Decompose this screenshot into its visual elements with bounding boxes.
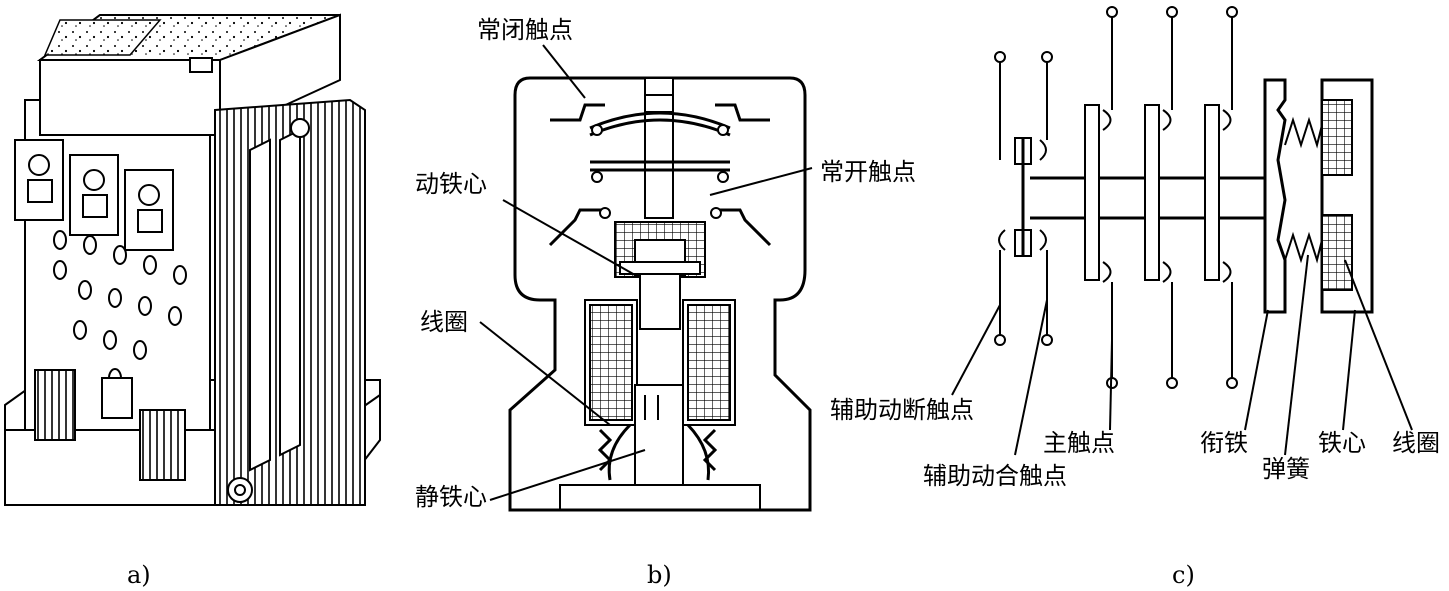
label-coil-c: 线圈 xyxy=(1392,429,1440,457)
panel-a-contactor-illustration: a) xyxy=(4,13,381,589)
label-nc-contact: 常闭触点 xyxy=(477,16,573,44)
panel-a-caption: a) xyxy=(127,561,151,589)
panel-b-caption: b) xyxy=(647,561,672,589)
no-contacts xyxy=(548,160,772,247)
label-armature: 衔铁 xyxy=(1200,429,1248,457)
aux-contacts xyxy=(994,51,1053,346)
nc-contacts xyxy=(550,103,770,137)
spring-lower xyxy=(1284,231,1323,264)
label-static-core: 静铁心 xyxy=(415,483,487,511)
coils xyxy=(584,299,736,426)
label-aux-no: 辅助动合触点 xyxy=(923,462,1067,490)
label-coil-b: 线圈 xyxy=(420,308,468,336)
label-moving-core: 动铁心 xyxy=(415,170,487,198)
panel-c-schematic: 辅助动断触点 辅助动合触点 主触点 衔铁 弹簧 铁心 线圈 c) xyxy=(830,6,1440,589)
core-and-coil xyxy=(1320,78,1374,314)
main-contacts xyxy=(1084,6,1238,389)
label-main-contact: 主触点 xyxy=(1043,429,1115,457)
moving-core xyxy=(614,221,706,330)
panel-c-caption: c) xyxy=(1172,561,1195,589)
panel-b-cross-section: 常闭触点 常开触点 动铁心 线圈 静铁心 b) xyxy=(415,16,916,589)
spring-upper xyxy=(1284,116,1323,149)
label-spring: 弹簧 xyxy=(1262,455,1310,483)
label-no-contact: 常开触点 xyxy=(820,158,916,186)
terminal-block-top xyxy=(14,139,174,251)
label-aux-nc: 辅助动断触点 xyxy=(830,396,974,424)
armature xyxy=(1263,78,1287,314)
label-core: 铁心 xyxy=(1318,429,1366,457)
